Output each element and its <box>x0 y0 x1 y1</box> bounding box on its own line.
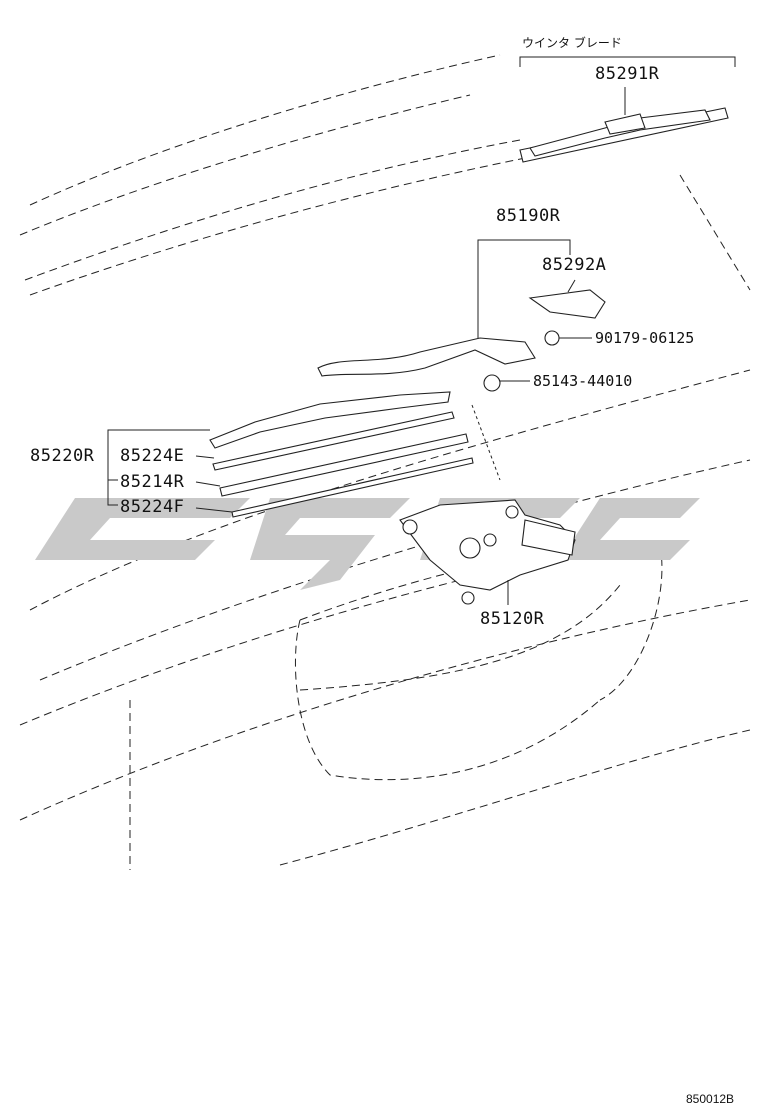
label-85292a: 85292A <box>542 255 606 275</box>
leader-85190r <box>477 239 571 338</box>
label-85220r: 85220R <box>30 446 95 466</box>
label-85120r: 85120R <box>480 609 545 629</box>
label-85224e: 85224E <box>120 446 184 466</box>
label-85190r: 85190R <box>496 206 561 226</box>
assembly-line <box>471 404 501 481</box>
wiper-blade-icon <box>519 107 729 163</box>
label-90179-06125: 90179-06125 <box>595 329 694 347</box>
label-85224f: 85224F <box>120 497 184 517</box>
leader-85224e <box>195 455 215 459</box>
wiper-arm-icon <box>317 337 536 377</box>
arm-cap-icon <box>528 289 606 319</box>
header-bracket <box>519 56 736 67</box>
nut-icon <box>544 330 560 346</box>
label-85214r: 85214R <box>120 472 185 492</box>
cushion-icon <box>483 374 501 392</box>
footer-code: 850012B <box>686 1092 734 1106</box>
leader-85224f <box>195 507 233 513</box>
label-85143-44010: 85143-44010 <box>533 372 632 390</box>
label-85291r: 85291R <box>595 64 660 84</box>
wiper-motor-icon <box>399 499 576 605</box>
header-kana: ウインタ ブレード <box>522 35 622 50</box>
leader-85292a <box>567 279 576 293</box>
blade-set-icon <box>209 391 474 518</box>
leader-85214r <box>195 481 221 487</box>
bracket-85220r <box>107 429 210 506</box>
body-outline <box>19 54 751 870</box>
